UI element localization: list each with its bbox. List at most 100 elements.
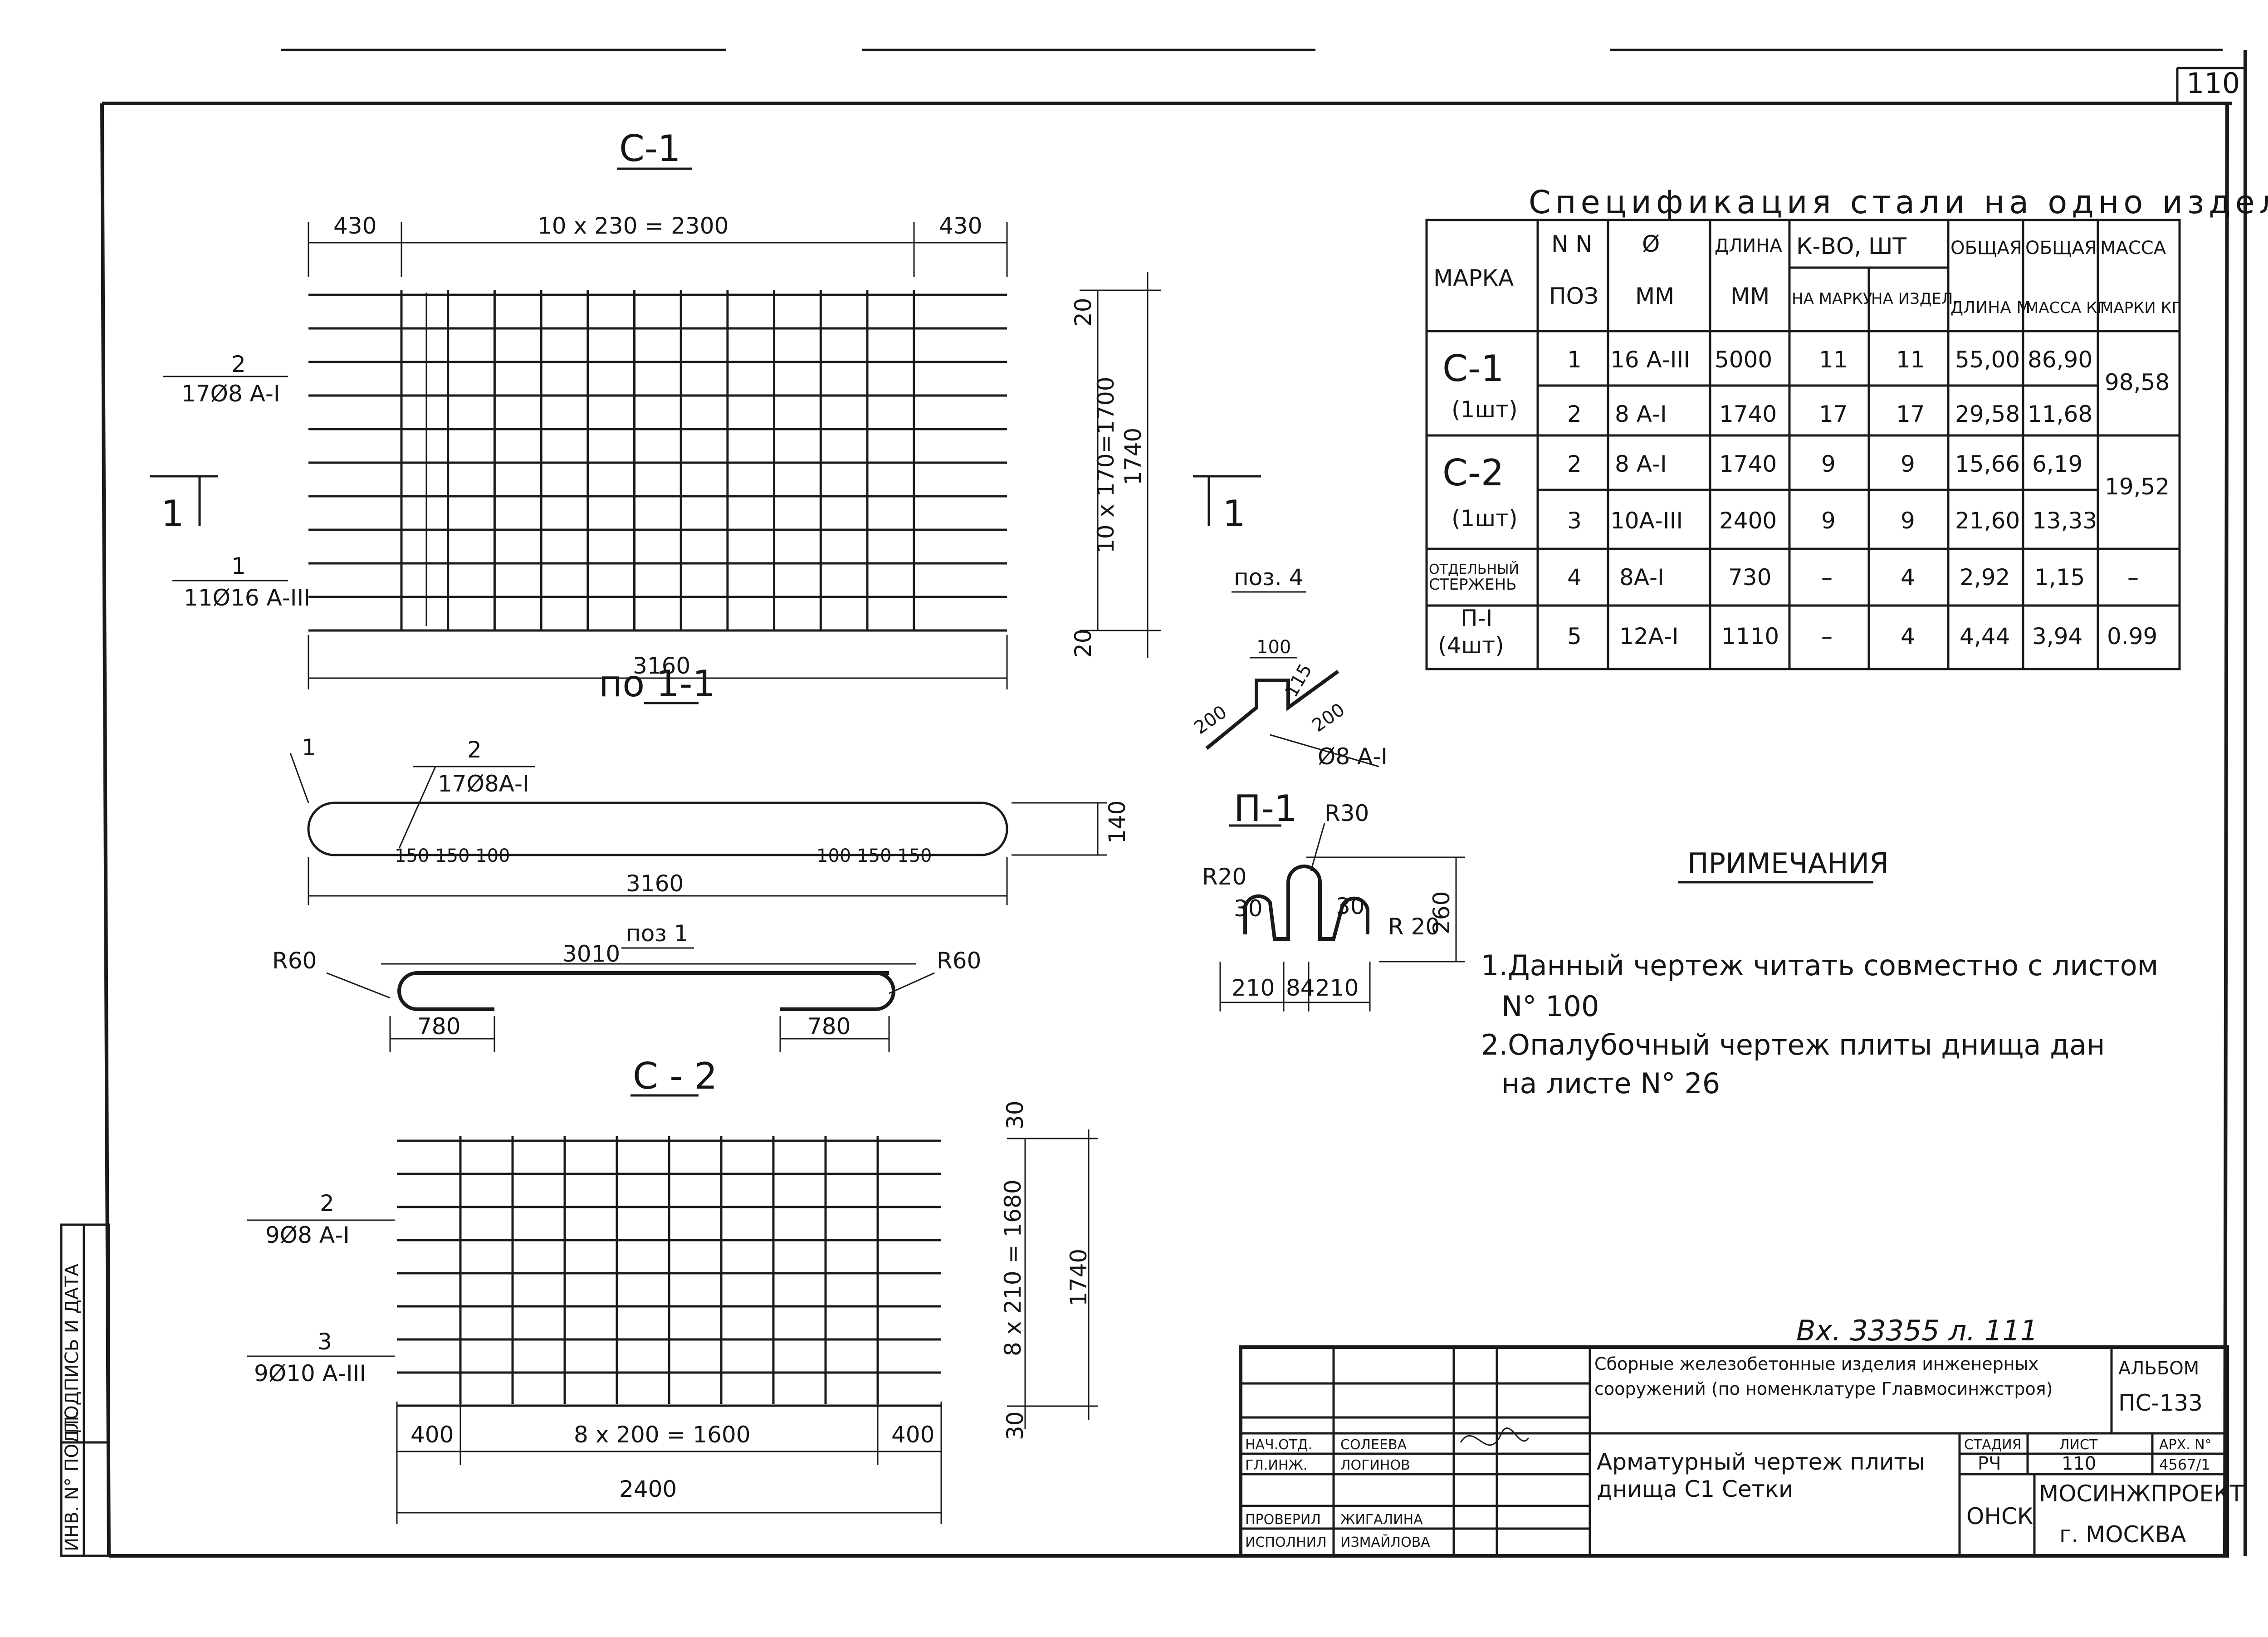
- p1-d-30b: 30: [1336, 893, 1365, 919]
- spec-table: [1425, 219, 2181, 670]
- tb-name2: ЛОГИНОВ: [1340, 1457, 1410, 1473]
- spec-row3-len: 2400: [1719, 508, 1777, 534]
- spec-row5-per-mark: –: [1821, 623, 1833, 650]
- spec-row0-pos: 1: [1567, 347, 1582, 373]
- pos1-hook-left: 780: [417, 1013, 460, 1040]
- pos1-hook-right: 780: [807, 1013, 850, 1040]
- spec-row2-marka-sub: (1шт): [1452, 505, 1518, 532]
- spec-row0-total-len: 55,00: [1955, 347, 2020, 373]
- signature-mark: [1460, 1427, 1530, 1446]
- spec-row4-per-item: 4: [1901, 564, 1915, 591]
- spec-row3-pos: 3: [1567, 508, 1582, 534]
- side-stamp-col1: ИНВ. N° ПОДЛ.: [62, 1410, 83, 1551]
- spec-row1-per-mark: 17: [1819, 401, 1848, 427]
- section11-callout2-text: 17Ø8А-I: [438, 771, 529, 797]
- spec-h-mark-mass-top: МАССА: [2100, 238, 2166, 259]
- tb-name1: СОЛЕЕВА: [1340, 1437, 1407, 1453]
- spec-h-qty-group: К-ВО, ШТ: [1796, 233, 1906, 259]
- section11-callout2-num: 2: [467, 737, 482, 763]
- spec-row4-total-len: 2,92: [1960, 564, 2010, 591]
- tb-album-label: АЛЬБОМ: [2118, 1358, 2199, 1379]
- inventory-stamp: Вх. 33355 л. 111: [1796, 1314, 2038, 1347]
- tb-stage-label: СТАДИЯ: [1964, 1437, 2022, 1453]
- c2-mesh-grid: [397, 1136, 941, 1407]
- pos1-radius-right: R60: [937, 948, 981, 974]
- spec-row4-marka: ОТДЕЛЬНЫЙ: [1429, 561, 1519, 577]
- section-mark-right: [1193, 475, 1261, 526]
- section11-dimension: [308, 802, 1107, 905]
- spec-h-diam-top: Ø: [1642, 231, 1660, 257]
- spec-row3-per-mark: 9: [1821, 508, 1836, 534]
- spec-h-diam-bottom: ММ: [1635, 283, 1674, 309]
- spec-h-total-len-bottom: ДЛИНА М: [1950, 298, 2030, 317]
- c2-dim-side-top: 30: [1002, 1100, 1028, 1129]
- pos4-bar: [1205, 669, 1339, 750]
- spec-row2-mark-mass: 19,52: [2105, 474, 2170, 500]
- tb-role1: НАЧ.ОТД.: [1245, 1437, 1312, 1453]
- pos4-title: поз. 4: [1234, 564, 1303, 591]
- c1-bottom-dimension: [308, 635, 1008, 689]
- spec-row0-per-item: 11: [1896, 347, 1925, 373]
- c1-dim-side-top: 20: [1070, 298, 1096, 327]
- spec-row4-per-mark: –: [1821, 564, 1833, 591]
- pos1-hook-dims: [389, 1016, 890, 1052]
- spec-row5-marka-sub: (4шт): [1438, 632, 1504, 659]
- section11-slab-outline: [307, 801, 1008, 856]
- p1-r-right: R 20: [1388, 914, 1440, 940]
- spec-row5-total-len: 4,44: [1960, 623, 2010, 650]
- spec-row3-per-item: 9: [1901, 508, 1915, 534]
- tb-role2: ГЛ.ИНЖ.: [1245, 1457, 1307, 1473]
- tb-drawing-line1: Арматурный чертеж плиты: [1597, 1449, 1925, 1475]
- spec-row1-pos: 2: [1567, 401, 1582, 427]
- spec-row0-per-mark: 11: [1819, 347, 1848, 373]
- pos4-d1: 100: [1256, 637, 1291, 658]
- spec-row1-total-mass: 11,68: [2028, 401, 2092, 427]
- p1-d-base-right: 210: [1315, 975, 1359, 1001]
- spec-row0-marka-sub: (1шт): [1452, 396, 1518, 423]
- c1-side-dimension: [1080, 272, 1161, 658]
- tb-name4: ИЗМАЙЛОВА: [1340, 1534, 1430, 1550]
- tb-arch-label: АРХ. N°: [2159, 1437, 2212, 1453]
- c1-dim-total: 3160: [633, 653, 690, 679]
- c2-dim-side-bottom: 30: [1002, 1411, 1028, 1440]
- side-stamp: [60, 1223, 110, 1557]
- spec-row0-diam: 16 А-III: [1610, 347, 1690, 373]
- tb-org: МОСИНЖПРОЕКТ: [2039, 1481, 2244, 1507]
- spec-row5-mark-mass: 0.99: [2107, 623, 2157, 650]
- spec-row2-diam: 8 А-I: [1615, 451, 1667, 477]
- section-mark-left: [150, 475, 218, 526]
- spec-row5-diam: 12А-I: [1619, 623, 1679, 650]
- tb-project-line2: сооружений (по номенклатуре Главмосинжст…: [1594, 1379, 2053, 1399]
- tb-sheet-value: 110: [2062, 1453, 2096, 1474]
- spec-row5-len: 1110: [1721, 623, 1779, 650]
- spec-row0-total-mass: 86,90: [2028, 347, 2092, 373]
- c2-title: С - 2: [633, 1055, 717, 1097]
- c2-dim-side-mid: 8 х 210 = 1680: [1000, 1179, 1026, 1356]
- p1-dimensions: [1219, 856, 1465, 1012]
- pos4-d2: 115: [1281, 660, 1316, 701]
- p1-loop: [1243, 865, 1369, 941]
- tb-city: г. МОСКВА: [2059, 1521, 2186, 1548]
- c2-callout3-num: 3: [318, 1329, 332, 1355]
- tb-role4: ИСПОЛНИЛ: [1245, 1534, 1327, 1550]
- spec-row4-diam: 8А-I: [1619, 564, 1664, 591]
- spec-h-pos-top: N N: [1551, 231, 1593, 257]
- pos4-rebar: Ø8 А-I: [1318, 743, 1388, 770]
- spec-row2-pos: 2: [1567, 451, 1582, 477]
- c1-dim-left: 430: [333, 213, 376, 239]
- c2-dim-total: 2400: [619, 1476, 677, 1502]
- notes-title: ПРИМЕЧАНИЯ: [1687, 847, 1889, 880]
- spec-row0-len: 5000: [1715, 347, 1772, 373]
- spec-h-marka: МАРКА: [1433, 265, 1514, 291]
- p1-d-base-mid: 84: [1286, 975, 1315, 1001]
- spec-row5-per-item: 4: [1901, 623, 1915, 650]
- spec-row2-total-mass: 6,19: [2032, 451, 2082, 477]
- title-block: [1239, 1345, 2229, 1558]
- tb-album-value: ПС-133: [2118, 1390, 2203, 1416]
- spec-row4-mark-mass: –: [2127, 564, 2139, 591]
- tb-project-line1: Сборные железобетонные изделия инженерны…: [1594, 1354, 2038, 1374]
- spec-row1-len: 1740: [1719, 401, 1777, 427]
- spec-row3-total-mass: 13,33: [2032, 508, 2097, 534]
- c1-top-dimension: [308, 222, 1008, 277]
- sheet-number: 110: [2186, 67, 2240, 100]
